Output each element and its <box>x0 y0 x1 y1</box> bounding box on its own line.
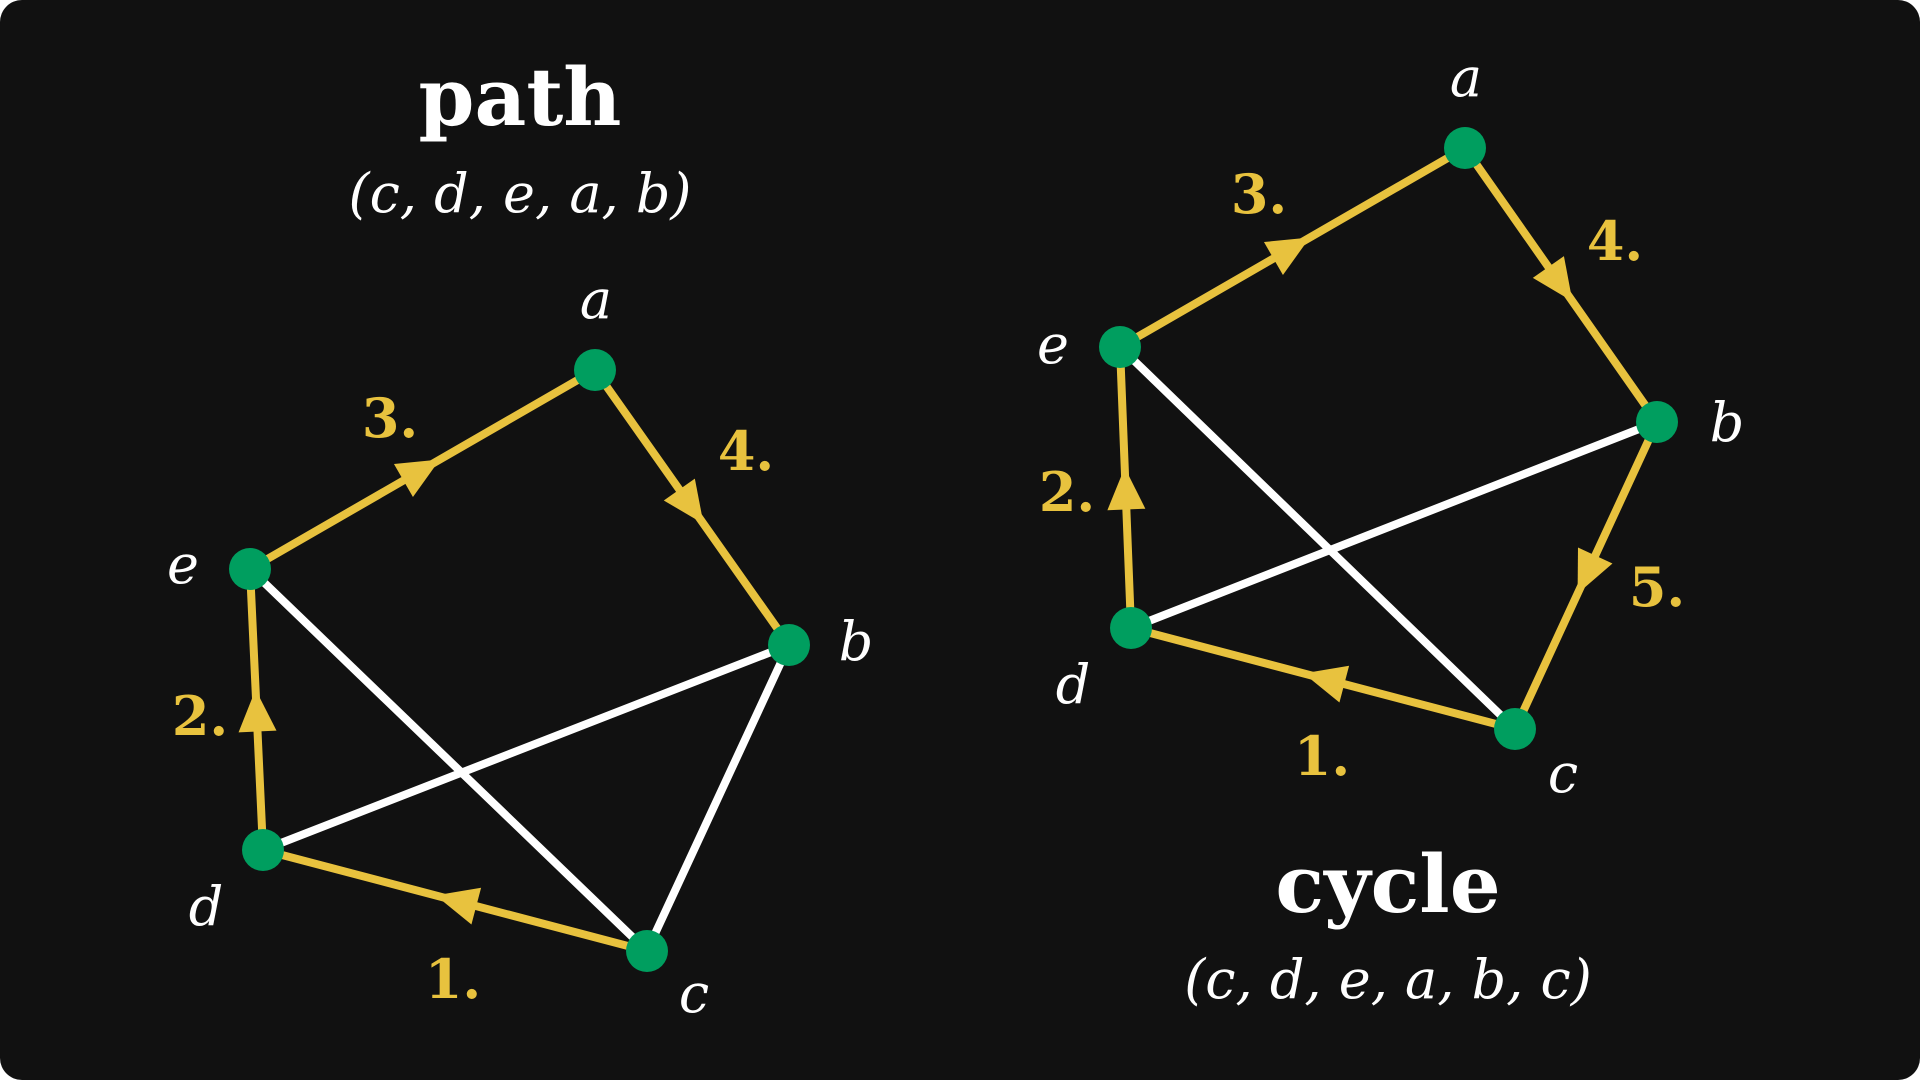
path-node-a <box>574 349 616 391</box>
cycle-step-label-3: 3. <box>1231 162 1287 226</box>
path-step-label-2: 2. <box>172 684 228 748</box>
path-edge-b-c <box>643 641 793 955</box>
cycle-edge-e-c <box>1116 343 1519 733</box>
path-edge-e-c <box>246 565 651 955</box>
cycle-step-arrow-5 <box>1577 547 1613 594</box>
cycle-step-arrow-3 <box>1263 237 1310 275</box>
path-step-label-3: 3. <box>362 386 418 450</box>
path-node-e <box>229 548 271 590</box>
cycle-step-label-2: 2. <box>1039 460 1095 524</box>
cycle-step-arrow-1 <box>1303 665 1350 703</box>
path-node-label-a: a <box>580 268 612 331</box>
cycle-step-label-1: 1. <box>1294 724 1350 788</box>
path-node-label-b: b <box>839 610 874 673</box>
path-node-d <box>242 829 284 871</box>
cycle-node-label-a: a <box>1450 46 1482 109</box>
cycle-step-arrow-2 <box>1107 467 1146 511</box>
cycle-node-label-c: c <box>1548 742 1578 805</box>
cycle-edge-d-b <box>1127 418 1661 632</box>
path-step-label-1: 1. <box>425 947 481 1011</box>
cycle-node-d <box>1110 607 1152 649</box>
cycle-step-label-5: 5. <box>1629 555 1685 619</box>
path-node-c <box>626 930 668 972</box>
path-node-label-c: c <box>679 962 709 1025</box>
path-node-label-e: e <box>167 533 199 596</box>
cycle-node-label-b: b <box>1710 391 1745 454</box>
cycle-step-arrow-4 <box>1532 256 1573 302</box>
cycle-node-a <box>1444 127 1486 169</box>
cycle-node-label-e: e <box>1037 313 1069 376</box>
cycle-step-label-4: 4. <box>1587 209 1643 273</box>
cycle-node-c <box>1494 708 1536 750</box>
path-step-arrow-2 <box>238 689 277 733</box>
path-title: path <box>419 50 622 144</box>
labels-layer: 1. 2. 3. 4. a b c d e 1. 2. 3. 4. 5. a b c d e <box>167 46 1744 1025</box>
path-step-label-4: 4. <box>718 419 774 483</box>
cycle-sequence: (c, d, e, a, b, c) <box>1184 948 1592 1011</box>
edges-layer <box>238 144 1661 955</box>
nodes-layer <box>229 127 1678 972</box>
path-step-arrow-4 <box>663 478 704 524</box>
path-step-arrow-3 <box>393 459 440 497</box>
path-step-arrow-1 <box>435 887 482 925</box>
cycle-node-e <box>1099 326 1141 368</box>
cycle-node-b <box>1636 401 1678 443</box>
path-edge-d-b <box>259 641 793 854</box>
path-sequence: (c, d, e, a, b) <box>349 162 692 225</box>
cycle-node-label-d: d <box>1056 653 1091 716</box>
cycle-title: cycle <box>1275 837 1500 931</box>
path-node-b <box>768 624 810 666</box>
path-node-label-d: d <box>189 875 224 938</box>
